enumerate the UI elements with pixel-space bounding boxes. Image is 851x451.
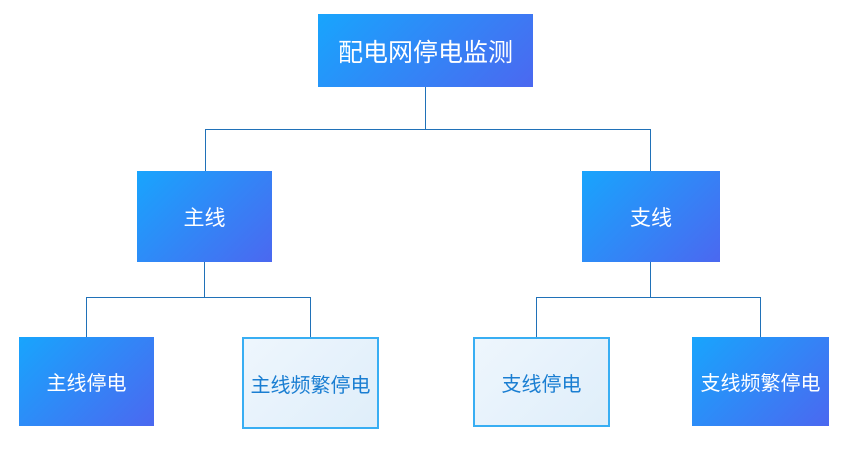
- connector-main-children-horizontal: [86, 297, 310, 298]
- connector-branch-line-down: [650, 262, 651, 297]
- connector-branch-children-horizontal: [536, 297, 760, 298]
- node-main-line[interactable]: 主线: [137, 171, 272, 262]
- connector-main-line-down: [204, 262, 205, 297]
- node-main-line-frequent-outage[interactable]: 主线频繁停电: [242, 337, 379, 429]
- connector-root-down: [425, 87, 426, 129]
- connector-main-frequent-up: [310, 297, 311, 337]
- node-main-line-outage[interactable]: 主线停电: [19, 337, 154, 426]
- node-distribution-outage-monitoring[interactable]: 配电网停电监测: [318, 14, 533, 87]
- connector-main-outage-up: [86, 297, 87, 337]
- connector-level1-horizontal: [205, 129, 651, 130]
- node-branch-line-frequent-outage[interactable]: 支线频繁停电: [692, 337, 829, 426]
- connector-branch-outage-up: [536, 297, 537, 337]
- connector-main-line-up: [205, 129, 206, 171]
- connector-branch-frequent-up: [760, 297, 761, 337]
- node-branch-line[interactable]: 支线: [582, 171, 720, 262]
- connector-branch-line-up: [650, 129, 651, 171]
- node-branch-line-outage[interactable]: 支线停电: [473, 337, 610, 427]
